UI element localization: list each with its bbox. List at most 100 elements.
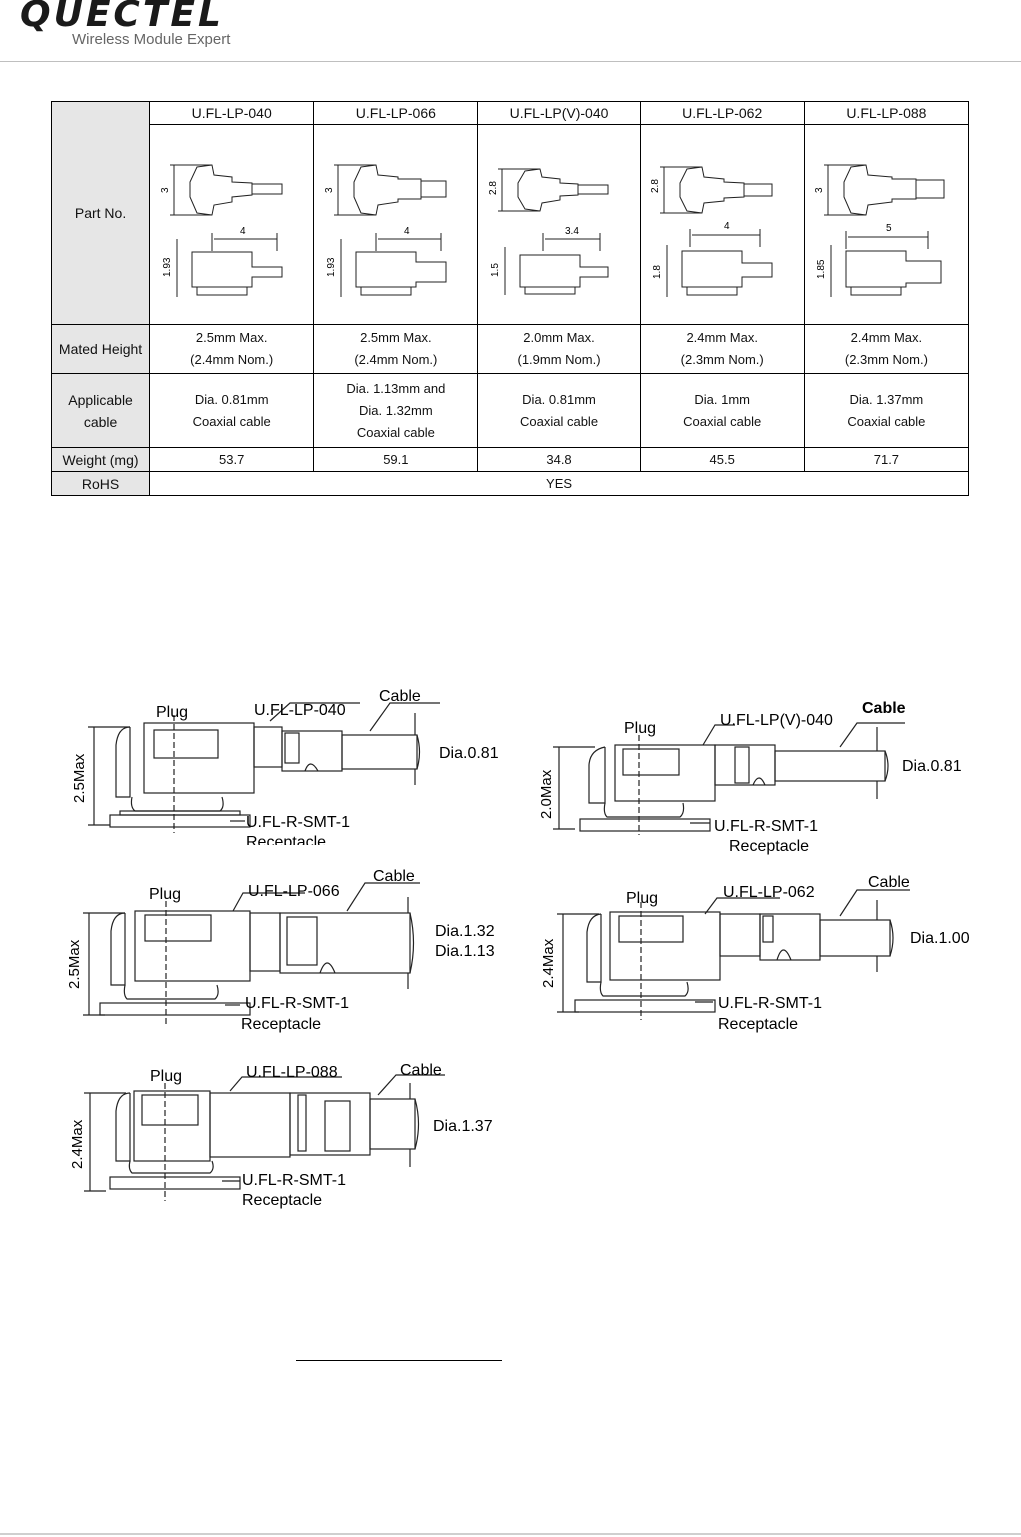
receptacle-label: Receptacle — [241, 1016, 321, 1033]
part-drawing-cell: 3 4 1.93 — [149, 124, 315, 325]
plug-part-label: U.FL-LP-088 — [246, 1064, 338, 1081]
cable-line: Dia. 1mm — [694, 391, 750, 407]
company-logo: QUECTEL — [20, 0, 224, 35]
cable-label: Cable — [373, 868, 415, 885]
dim-height-bottom: 1.5 — [490, 263, 501, 277]
footer-divider — [0, 1533, 1021, 1535]
cable-line: Dia. 1.32mm — [359, 402, 433, 418]
mated-height-max: 2.4mm Max. — [850, 330, 923, 345]
plug-label: Plug — [149, 886, 181, 903]
plug-part-label: U.FL-LP-062 — [723, 884, 815, 901]
mated-height-max: 2.4mm Max. — [686, 330, 758, 345]
mated-height-nom: (1.9mm Nom.) — [517, 352, 601, 367]
cable-diameter-label: Dia.1.00 — [910, 930, 970, 947]
weight-cell: 71.7 — [803, 447, 970, 472]
max-height-label: 2.4Max — [70, 1119, 86, 1169]
dim-height-top: 3 — [814, 187, 825, 193]
mated-height-max: 2.5mm Max. — [360, 330, 432, 345]
dim-height-bottom: 1.8 — [652, 265, 663, 279]
plug-drawing-0: 3 4 1.93 — [160, 164, 283, 297]
cable-diameter-label: Dia.1.32 — [435, 923, 495, 940]
header-divider — [0, 61, 1021, 62]
plug-label: Plug — [150, 1068, 182, 1085]
weight-cell: 53.7 — [149, 447, 315, 472]
page-header: QUECTEL Wireless Module Expert — [0, 0, 1021, 62]
part-drawing-cell: 3 5 1.85 — [803, 124, 970, 325]
cable-line: Dia. 1.37mm — [849, 391, 924, 407]
receptacle-part-label: U.FL-R-SMT-1 — [714, 818, 818, 835]
receptacle-part-label: U.FL-R-SMT-1 — [242, 1172, 346, 1189]
plug-label: Plug — [626, 890, 658, 907]
dim-length: 5 — [886, 223, 892, 234]
cable-label: Cable — [379, 688, 421, 705]
footnote-divider — [296, 1360, 502, 1361]
row-header-line: Applicable — [68, 391, 133, 408]
part-drawing-cell: 2.8 4 1.8 — [639, 124, 805, 325]
plug-drawing-1: 3 4 1.93 — [324, 164, 447, 297]
receptacle-part-label: U.FL-R-SMT-1 — [246, 814, 350, 831]
cable-line: Coaxial cable — [192, 413, 271, 429]
row-header-line: cable — [83, 413, 118, 430]
mated-height-nom: (2.4mm Nom.) — [354, 352, 438, 367]
cable-label: Cable — [862, 700, 906, 717]
dim-height-top: 3 — [324, 187, 335, 193]
row-header-weight: Weight (mg) — [50, 447, 151, 472]
receptacle-label: Receptacle — [246, 834, 326, 845]
cable-diameter-label: Dia.1.37 — [433, 1118, 493, 1135]
dim-height-top: 2.8 — [650, 179, 661, 193]
receptacle-part-label: U.FL-R-SMT-1 — [718, 995, 822, 1012]
max-height-label: 2.4Max — [540, 938, 557, 988]
part-drawing-cell: 3 4 1.93 — [313, 124, 479, 325]
dim-length: 3.4 — [565, 226, 579, 237]
cable-diameter-label-2: Dia.1.13 — [435, 943, 495, 960]
mated-drawing-0: Plug U.FL-LP-040 Cable Dia.0.81 2.5Max U… — [71, 688, 499, 845]
part-name: U.FL-LP(V)-040 — [477, 101, 641, 125]
mated-height-cell: 2.5mm Max.(2.4mm Nom.) — [149, 324, 315, 374]
dim-length: 4 — [240, 226, 246, 237]
part-name: U.FL-LP-088 — [803, 101, 970, 125]
plug-part-label: U.FL-LP-066 — [248, 883, 340, 900]
dim-height-bottom: 1.93 — [162, 257, 173, 277]
weight-cell: 34.8 — [477, 447, 641, 472]
cable-label: Cable — [400, 1062, 442, 1079]
cable-diameter-label: Dia.0.81 — [439, 745, 499, 762]
mated-drawing-1: Plug U.FL-LP(V)-040 Cable Dia.0.81 2.0Ma… — [538, 700, 962, 855]
plug-drawing-2: 2.8 3.4 1.5 — [488, 168, 609, 295]
mated-height-cell: 2.0mm Max. (1.9mm Nom.) — [477, 324, 641, 374]
dim-height-bottom: 1.85 — [816, 259, 827, 279]
mated-height-max: 2.0mm Max. — [523, 330, 595, 345]
row-header-rohs: RoHS — [50, 471, 151, 496]
plug-label: Plug — [156, 704, 188, 721]
part-name: U.FL-LP-062 — [639, 101, 805, 125]
cable-label: Cable — [868, 874, 910, 891]
receptacle-label: Receptacle — [718, 1016, 798, 1033]
mated-height-nom: (2.3mm Nom.) — [844, 352, 928, 367]
plug-drawing-4: 3 5 1.85 — [814, 164, 945, 297]
receptacle-label: Receptacle — [729, 838, 809, 855]
mated-height-cell: 2.4mm Max. (2.3mm Nom.) — [803, 324, 970, 374]
plug-part-label: U.FL-LP(V)-040 — [720, 712, 833, 729]
weight-cell: 45.5 — [639, 447, 805, 472]
receptacle-label: Receptacle — [242, 1192, 322, 1209]
cable-line: Dia. 0.81mm — [522, 391, 596, 407]
rohs-value: YES — [149, 471, 969, 496]
plug-drawing-3: 2.8 4 1.8 — [650, 166, 773, 297]
part-drawing-cell: 2.8 3.4 1.5 — [477, 124, 641, 325]
dim-height-bottom: 1.93 — [326, 257, 337, 277]
connector-spec-table: Part No. U.FL-LP-040 U.FL-LP-066 U.FL-LP… — [50, 101, 970, 496]
dim-height-top: 3 — [160, 187, 171, 193]
cable-line: Dia. 0.81mm — [194, 391, 269, 407]
max-height-label: 2.5Max — [71, 753, 88, 803]
cable-diameter-label: Dia.0.81 — [902, 758, 962, 775]
row-header-mated-height: Mated Height — [50, 324, 151, 374]
receptacle-part-label: U.FL-R-SMT-1 — [245, 995, 349, 1012]
dim-height-top: 2.8 — [488, 181, 499, 195]
dim-length: 4 — [724, 221, 730, 232]
plug-label: Plug — [624, 720, 656, 737]
dim-length: 4 — [404, 226, 410, 237]
mated-height-cell: 2.5mm Max. (2.4mm Nom.) — [313, 324, 479, 374]
